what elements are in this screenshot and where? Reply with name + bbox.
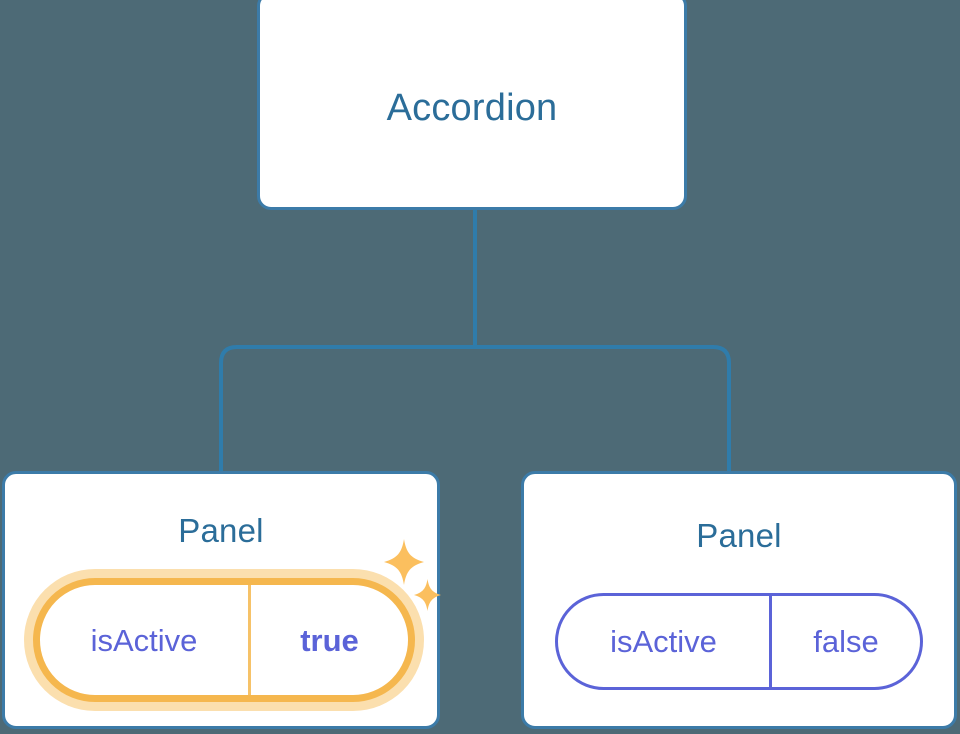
prop-value-false: false — [813, 624, 879, 659]
node-panel-active-title: Panel — [178, 512, 264, 549]
prop-key-isactive: isActive — [40, 585, 251, 695]
prop-pill-isactive-true[interactable]: isActive true — [33, 578, 415, 702]
prop-pill-isactive-false[interactable]: isActive false — [555, 593, 923, 690]
node-panel-inactive-title: Panel — [696, 517, 782, 554]
prop-value-true: true — [300, 622, 359, 658]
node-accordion-title: Accordion — [386, 87, 558, 129]
node-accordion[interactable] — [257, 0, 687, 210]
connector-bus — [219, 345, 731, 471]
prop-key-isactive: isActive — [558, 596, 772, 687]
